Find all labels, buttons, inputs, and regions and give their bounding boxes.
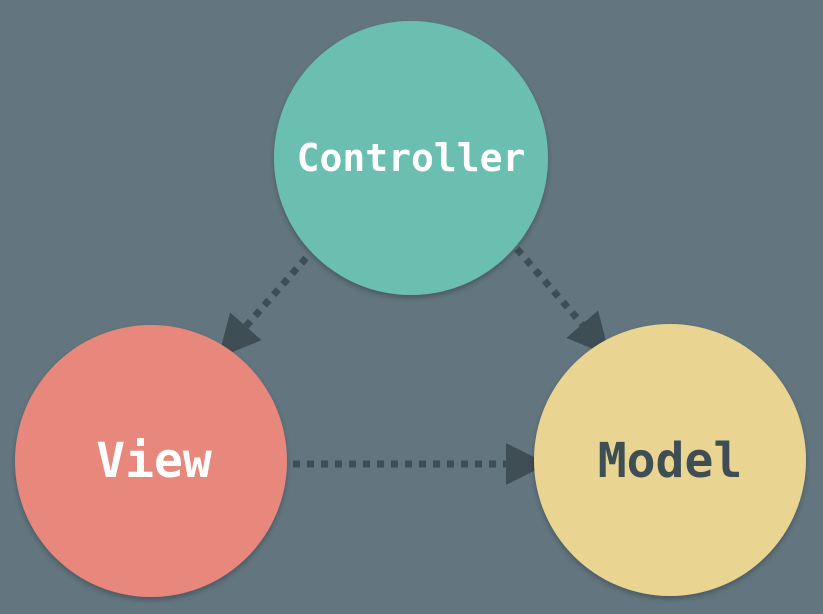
edge-controller-to-model bbox=[514, 246, 610, 356]
node-model: Model bbox=[534, 324, 806, 596]
edge-controller-to-view bbox=[218, 255, 309, 358]
node-controller-label: Controller bbox=[297, 136, 526, 180]
node-controller: Controller bbox=[274, 21, 548, 295]
node-model-circle bbox=[534, 324, 806, 596]
node-model-label: Model bbox=[598, 433, 743, 489]
node-controller-circle bbox=[274, 21, 548, 295]
node-view-label: View bbox=[96, 433, 212, 489]
node-view: View bbox=[15, 325, 287, 597]
node-view-circle bbox=[15, 325, 287, 597]
